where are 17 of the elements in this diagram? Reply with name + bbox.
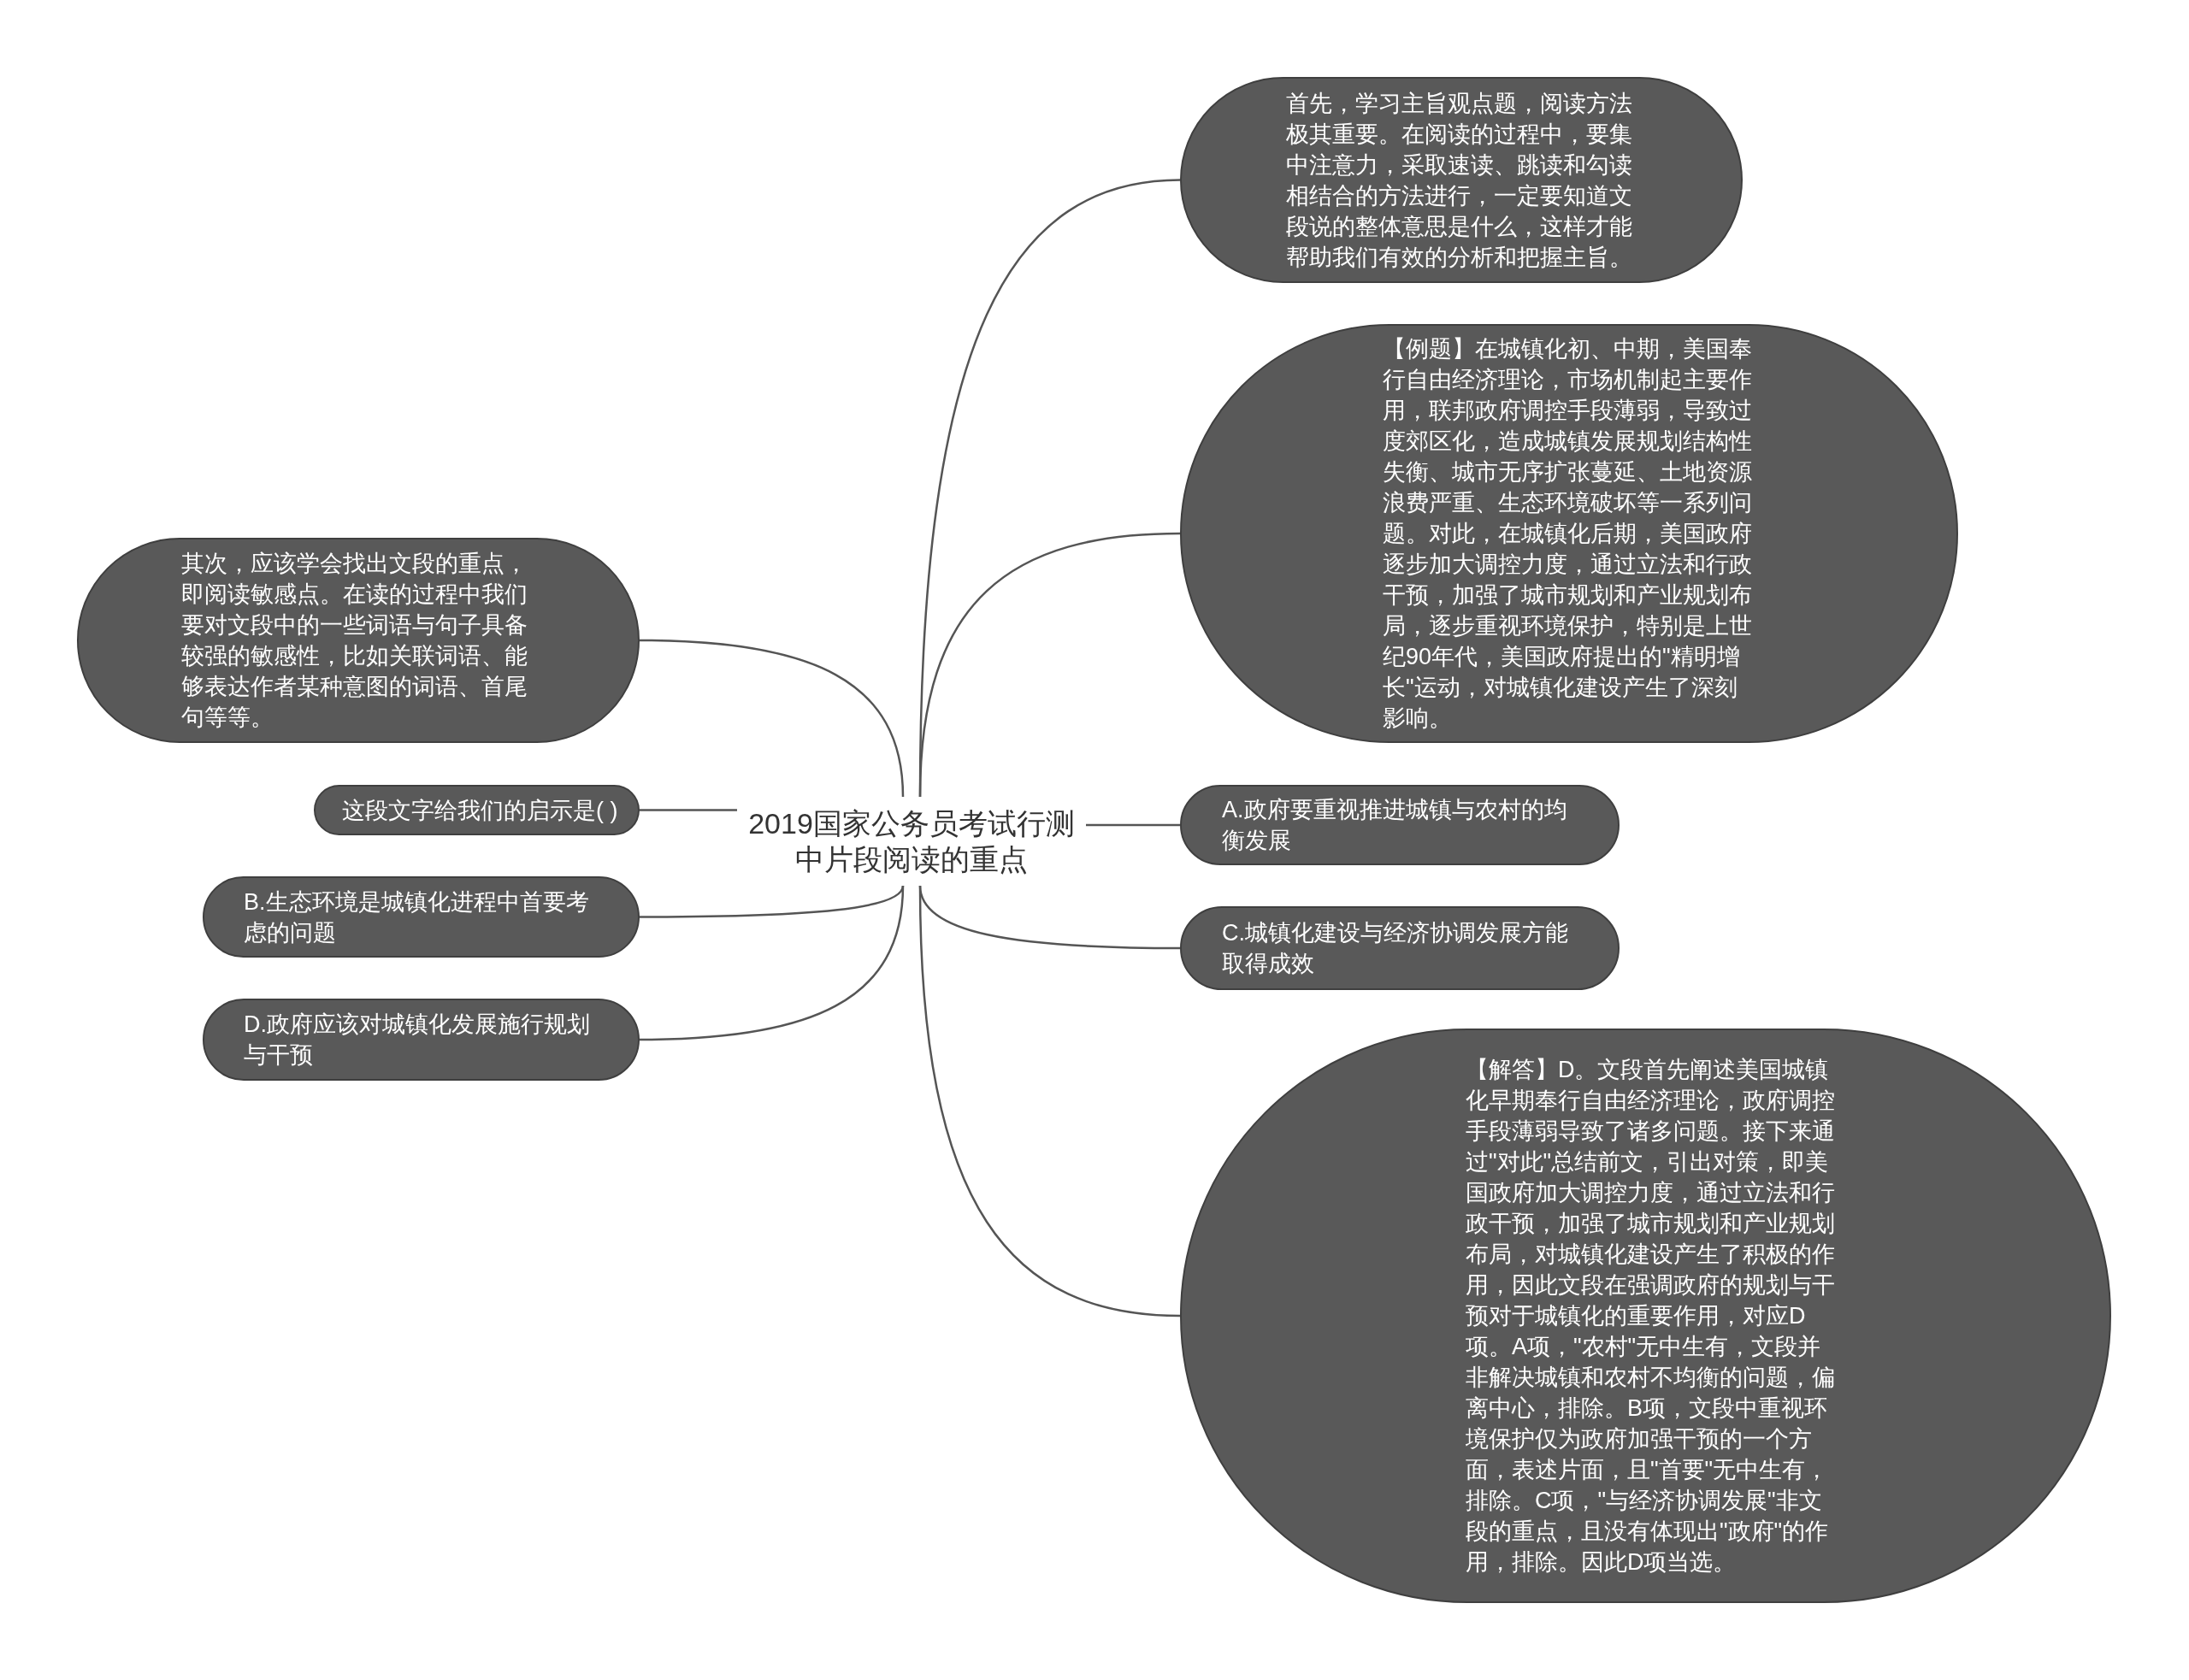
topic-bubble: 首先，学习主旨观点题，阅读方法极其重要。在阅读的过程中，要集中注意力，采取速读、跳读和勾读相结合的方法进行，一定要知道文段说的整体意思是什么，这样才能帮助我们有效的分析和把握主旨。 <box>1180 77 1743 283</box>
topic-bubble: 这段文字给我们的启示是( ) <box>314 785 640 835</box>
connector-line <box>918 885 1181 1317</box>
topic-bubble: C.城镇化建设与经济协调发展方能取得成效 <box>1180 906 1620 990</box>
topic-bubble: 【解答】D。文段首先阐述美国城镇化早期奉行自由经济理论，政府调控手段薄弱导致了诸多问题。接下来通过"对此"总结前文，引出对策，即美国政府加大调控力度，通过立法和行政干预，加强了城市规划和产业规划布局，对城镇化建设产生了积极的作用，因此文段在强调政府的规划与干预对于城镇化的重要作用，对应D项。A项，"农村"无中生有，文段并非解决城镇和农村不均衡的问题，偏离中心，排除。B项，文段中重视环境保护仅为政府加强干预的一个方面，表述片面，且"首要"无中生有，排除。C项，"与经济协调发展"非文段的重点，且没有体现出"政府"的作用，排除。因此D项当选。 <box>1180 1029 2111 1603</box>
topic-bubble: 【例题】在城镇化初、中期，美国奉行自由经济理论，市场机制起主要作用，联邦政府调控手段薄弱，导致过度郊区化，造成城镇发展规划结构性失衡、城市无序扩张蔓延、土地资源浪费严重、生态环境破坏等一系列问题。对此，在城镇化后期，美国政府逐步加大调控力度，通过立法和行政干预，加强了城市规划和产业规划布局，逐步重视环境保护，特别是上世纪90年代，美国政府提出的"精明增长"运动，对城镇化建设产生了深刻影响。 <box>1180 324 1958 743</box>
connector-line <box>640 885 905 918</box>
connector-line <box>639 639 905 798</box>
connector-line <box>1086 823 1180 827</box>
connector-line <box>640 809 737 811</box>
topic-bubble: B.生态环境是城镇化进程中首要考虑的问题 <box>203 876 640 958</box>
connector-line <box>918 532 1181 798</box>
topic-bubble: D.政府应该对城镇化发展施行规划与干预 <box>203 999 640 1081</box>
topic-bubble: A.政府要重视推进城镇与农村的均衡发展 <box>1180 785 1620 865</box>
connector-line <box>639 885 905 1041</box>
central-topic: 2019国家公务员考试行测中片段阅读的重点 <box>737 797 1086 886</box>
topic-bubble: 其次，应该学会找出文段的重点，即阅读敏感点。在读的过程中我们要对文段中的一些词语与句子具备较强的敏感性，比如关联词语、能够表达作者某种意图的词语、首尾句等等。 <box>77 538 640 743</box>
